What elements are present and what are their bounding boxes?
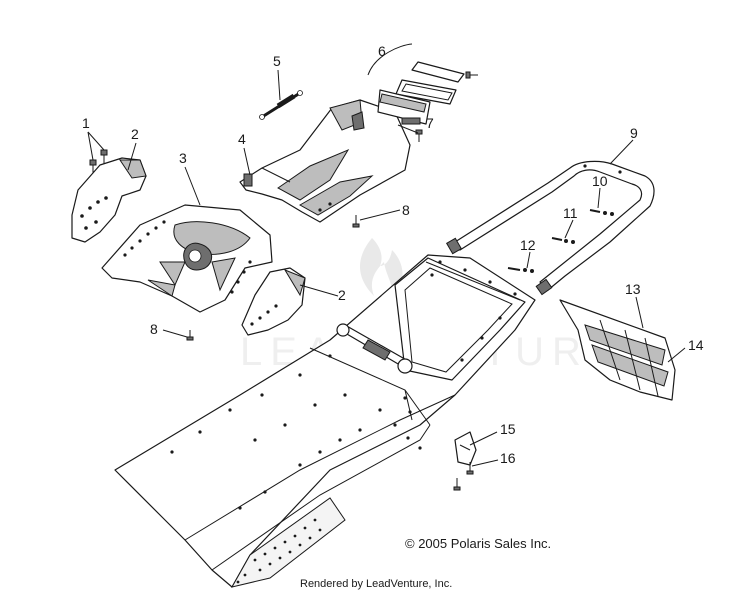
callout-12: 12 — [520, 237, 536, 253]
callout-3: 3 — [179, 150, 187, 166]
part-10-bolt — [589, 209, 614, 216]
callout-1: 1 — [82, 115, 90, 131]
part-6-license-plate-light — [377, 61, 465, 125]
part-5-gas-strut — [259, 90, 303, 120]
callout-4: 4 — [238, 131, 246, 147]
part-14-snow-flap — [559, 299, 676, 401]
callout-11: 11 — [563, 205, 578, 221]
part-4-upper-panel — [239, 99, 411, 223]
callout-9: 9 — [630, 125, 638, 141]
flap-perforations — [236, 518, 322, 584]
part-3-hood-panel — [101, 204, 273, 313]
callout-5: 5 — [273, 53, 281, 69]
callout-8-top: 8 — [402, 202, 410, 218]
callout-16: 16 — [500, 450, 516, 466]
part-9-grab-bar — [445, 160, 655, 296]
tunnel-assembly — [114, 254, 536, 588]
part-2-side-panel-left — [71, 157, 147, 243]
part-11-washers — [551, 237, 575, 244]
rendered-by-footer: Rendered by LeadVenture, Inc. — [300, 578, 453, 590]
callout-labels: 1 2 2 3 4 5 6 7 8 8 9 10 11 12 13 14 15 … — [82, 43, 704, 466]
leader-lines — [87, 43, 686, 467]
callout-10: 10 — [592, 173, 608, 189]
part-16-screws — [453, 462, 474, 491]
callout-14: 14 — [688, 337, 704, 353]
callout-2-bottom: 2 — [338, 287, 346, 303]
part-15-bracket — [454, 431, 477, 466]
callout-15: 15 — [500, 421, 516, 437]
part-12-bolt — [507, 267, 534, 273]
callout-2-top: 2 — [131, 126, 139, 142]
copyright-notice: © 2005 Polaris Sales Inc. — [405, 536, 552, 551]
callout-8-bottom: 8 — [150, 321, 158, 337]
callout-6: 6 — [378, 43, 386, 59]
callout-7: 7 — [426, 115, 434, 131]
tunnel-rivets — [170, 260, 517, 510]
part-8-screws — [186, 215, 360, 341]
part-7-screw — [415, 71, 478, 142]
callout-13: 13 — [625, 281, 641, 297]
part-2-side-panel-right — [241, 267, 306, 336]
